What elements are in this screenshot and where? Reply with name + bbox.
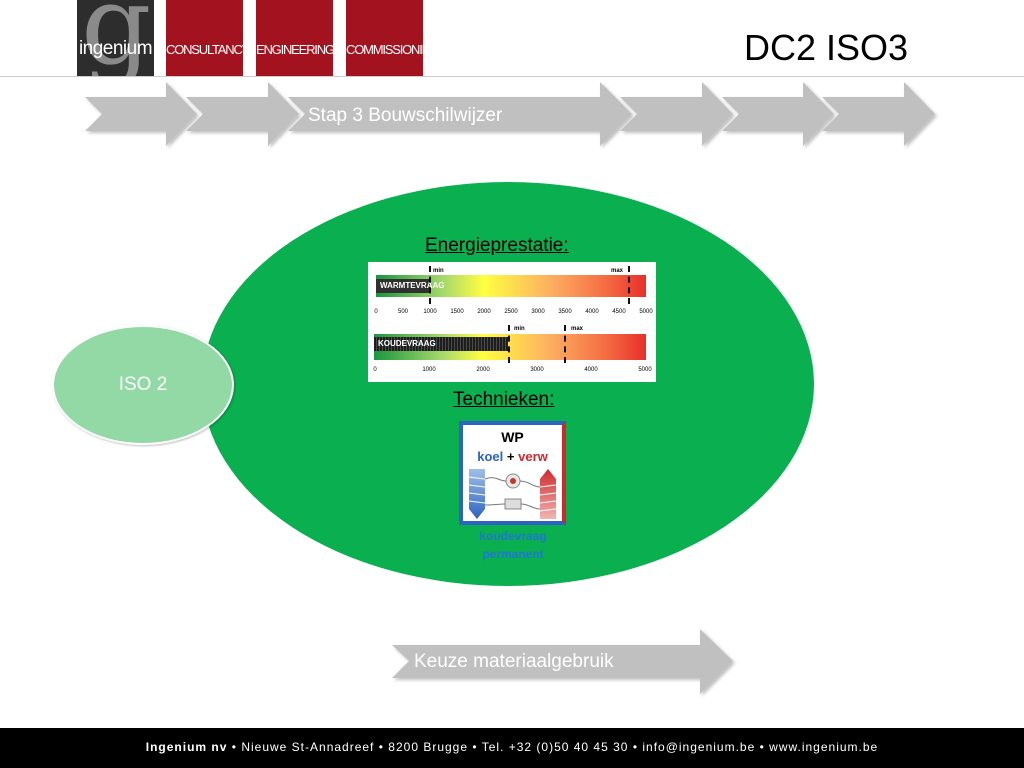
consultancy-box: CONSULTANCY	[166, 0, 243, 76]
warmte-scale-bar	[376, 275, 646, 297]
warmte-min-line	[429, 266, 431, 304]
koude-max-label: max	[571, 326, 584, 332]
iso2-ellipse: ISO 2	[52, 325, 234, 445]
warmte-tick: 2000	[477, 309, 491, 315]
wp-note-line2: permanent	[482, 547, 544, 561]
step-arrow-5	[722, 82, 834, 146]
warmte-tick: 500	[397, 309, 409, 315]
warmte-max-label: max	[611, 268, 624, 274]
koude-min-label: min	[514, 326, 525, 332]
warmte-tick: 4000	[585, 309, 599, 315]
koude-tick: 4000	[584, 367, 598, 373]
iso2-label: ISO 2	[118, 374, 168, 395]
engineering-box: ENGINEERING	[256, 0, 333, 76]
step-arrow-1	[85, 82, 197, 146]
logo-g-glyph: g	[81, 0, 152, 76]
footer-company: Ingenium nv	[145, 740, 228, 754]
koude-tick: 5000	[638, 367, 652, 373]
ingenium-logo: g ingenium	[77, 0, 154, 76]
warmte-tick: 2500	[504, 309, 518, 315]
footer-address: Nieuwe St-Annadreef	[241, 740, 375, 754]
wp-note-line1: koudevraag	[479, 529, 547, 543]
footer-separator: •	[378, 740, 384, 754]
koude-label: KOUDEVRAAG	[378, 339, 436, 348]
footer-separator: •	[472, 740, 478, 754]
koel-text: koel	[477, 449, 504, 464]
keuze-label: Keuze materiaalgebruik	[414, 651, 614, 672]
warmte-tick: 3500	[558, 309, 572, 315]
header-divider	[0, 76, 1024, 77]
techniques-title: Technieken:	[453, 389, 555, 410]
step-arrow-6	[822, 82, 935, 146]
footer-phone: Tel. +32 (0)50 40 45 30	[481, 740, 629, 754]
footer-separator: •	[632, 740, 639, 754]
warmte-max-line	[628, 266, 630, 304]
warmte-min-label: min	[433, 268, 444, 274]
koude-tick: 1000	[422, 367, 436, 373]
step-arrow-2	[186, 82, 299, 146]
step-label: Stap 3 Bouwschilwijzer	[308, 105, 503, 126]
koude-max-line	[564, 325, 566, 363]
warmte-tick: 4500	[612, 309, 626, 315]
koude-tick: 0	[373, 367, 377, 373]
footer-email[interactable]: info@ingenium.be	[642, 740, 756, 754]
footer-text: Ingenium nv • Nieuwe St-Annadreef • 8200…	[0, 740, 1024, 754]
warmte-tick: 1500	[450, 309, 464, 315]
step-arrow-4	[620, 82, 733, 146]
wp-title: WP	[501, 429, 524, 445]
step-arrow-current	[288, 82, 632, 146]
koude-value-bar: KOUDEVRAAG	[374, 337, 508, 351]
warmte-value-bar: WARMTEVRAAG	[376, 279, 444, 293]
page-title: DC2 ISO3	[744, 27, 909, 68]
warmte-tick: 5000	[639, 309, 653, 315]
verw-text: verw	[518, 449, 548, 464]
energy-title: Energieprestatie:	[425, 235, 569, 256]
footer-separator: •	[231, 740, 237, 754]
koude-min-line	[508, 325, 510, 363]
footer-city: 8200 Brugge	[388, 740, 469, 754]
warmte-label: WARMTEVRAAG	[380, 281, 445, 290]
keuze-arrow	[392, 629, 733, 694]
plus-text: +	[506, 449, 515, 464]
logo-text: ingenium	[78, 38, 153, 59]
footer-separator: •	[759, 740, 765, 754]
koude-tick: 3000	[530, 367, 544, 373]
footer-website[interactable]: www.ingenium.be	[769, 740, 879, 754]
commissioning-box: COMMISSIONING	[346, 0, 423, 76]
wp-koel-verw-line: koel + verw	[463, 449, 562, 464]
warmte-tick: 3000	[531, 309, 545, 315]
footer-bar: Ingenium nv • Nieuwe St-Annadreef • 8200…	[0, 728, 1024, 768]
heat-pump-diagram-icon	[468, 469, 557, 519]
warmte-tick: 0	[374, 309, 378, 315]
warmte-tick: 1000	[423, 309, 437, 315]
energy-chart: min max WARMTEVRAAG 0 500 1000 1500 2000…	[368, 262, 656, 382]
koude-tick: 2000	[476, 367, 490, 373]
heat-pump-box: WP koel + verw	[459, 421, 566, 525]
